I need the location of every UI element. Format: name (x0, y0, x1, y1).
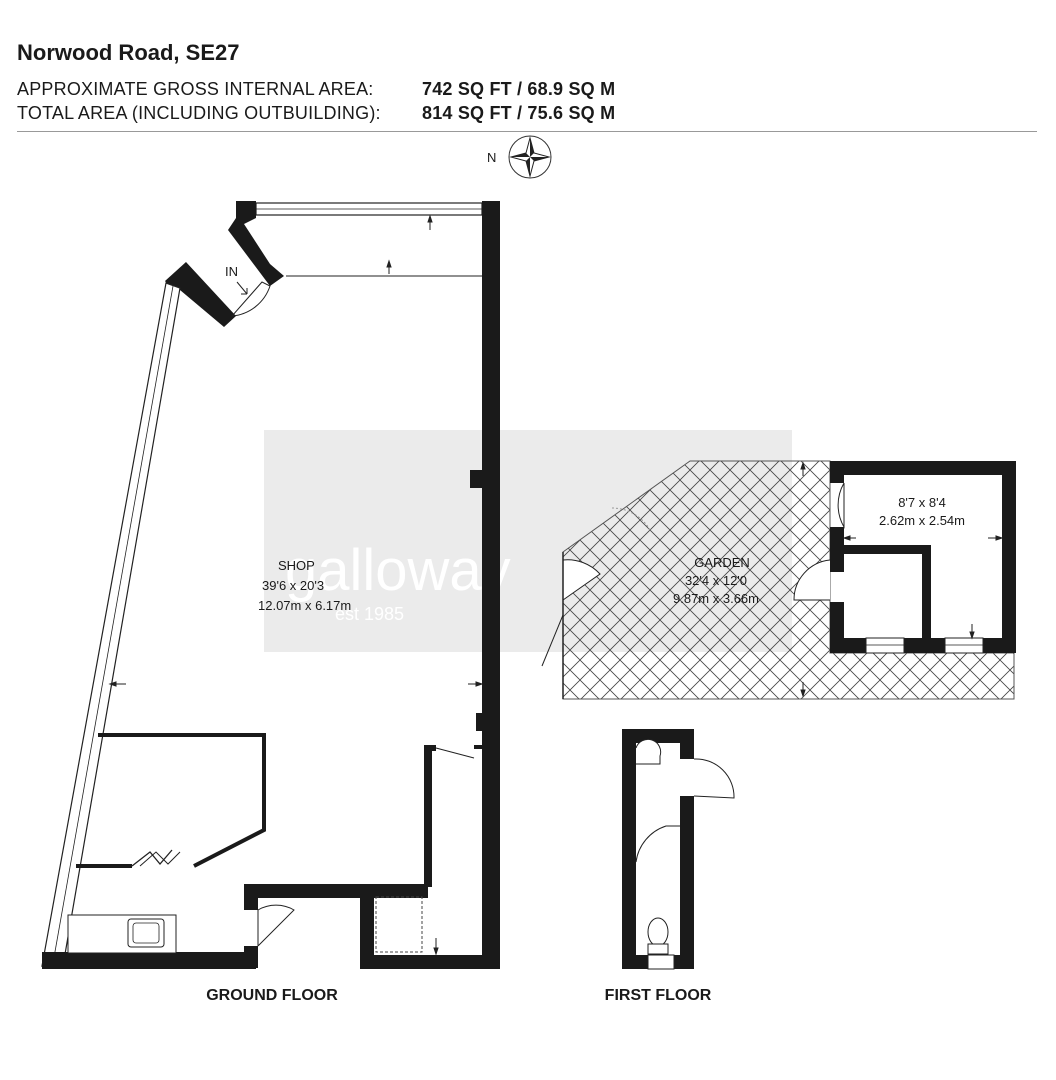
garden-name: GARDEN (694, 555, 750, 570)
total-area-value: 814 SQ FT / 75.6 SQ M (422, 103, 616, 123)
toilet-icon (647, 917, 669, 955)
folding-door (131, 849, 173, 867)
bottom-wall-right (360, 955, 500, 969)
garden-metric: 9.87m x 3.66m (673, 591, 759, 606)
entrance-label: IN (225, 264, 238, 279)
store-cupboard (375, 896, 423, 953)
rear-door (257, 904, 295, 947)
first-floor-label: FIRST FLOOR (605, 987, 712, 1004)
watermark-since: est 1985 (335, 604, 404, 624)
gross-area-row: APPROXIMATE GROSS INTERNAL AREA: 742 SQ F… (17, 79, 615, 100)
shop-metric: 12.07m x 6.17m (258, 598, 351, 613)
total-area-label: TOTAL AREA (INCLUDING OUTBUILDING): (17, 103, 381, 123)
compass-label: N (487, 150, 496, 165)
garden-dimension-arrows (800, 461, 1004, 698)
entrance-wall-upper (228, 201, 284, 286)
right-wall (482, 201, 500, 969)
entrance-wall-lower (165, 262, 236, 327)
outbuilding-imperial: 8'7 x 8'4 (898, 495, 946, 510)
dimension-arrows (108, 214, 484, 956)
gross-area-label: APPROXIMATE GROSS INTERNAL AREA: (17, 79, 374, 99)
page-title: Norwood Road, SE27 (17, 40, 240, 65)
ground-floor-label: GROUND FLOOR (206, 987, 338, 1004)
header-divider (17, 131, 1037, 132)
ground-floor-plan: IN (41, 201, 500, 969)
shop-imperial: 39'6 x 20'3 (262, 578, 324, 593)
entrance-arrow-icon (236, 281, 248, 295)
first-floor-plan (622, 729, 735, 970)
garden-plan (541, 460, 1016, 700)
partition-wall (98, 733, 266, 868)
first-floor-wall-left (622, 729, 636, 969)
total-area-row: TOTAL AREA (INCLUDING OUTBUILDING): 814 S… (17, 103, 615, 124)
bottom-wall-left (42, 952, 256, 969)
compass-icon (508, 135, 552, 179)
gross-area-value: 742 SQ FT / 68.9 SQ M (422, 79, 616, 99)
watermark-text: galloway (285, 538, 511, 603)
outbuilding-metric: 2.62m x 2.54m (879, 513, 965, 528)
entrance-door (230, 281, 271, 317)
garden-imperial: 32'4 x 12'0 (685, 573, 747, 588)
sink-icon (127, 918, 165, 948)
outbuilding-wall-top (830, 461, 1016, 475)
shop-name: SHOP (278, 558, 315, 573)
basin-icon (635, 738, 662, 765)
